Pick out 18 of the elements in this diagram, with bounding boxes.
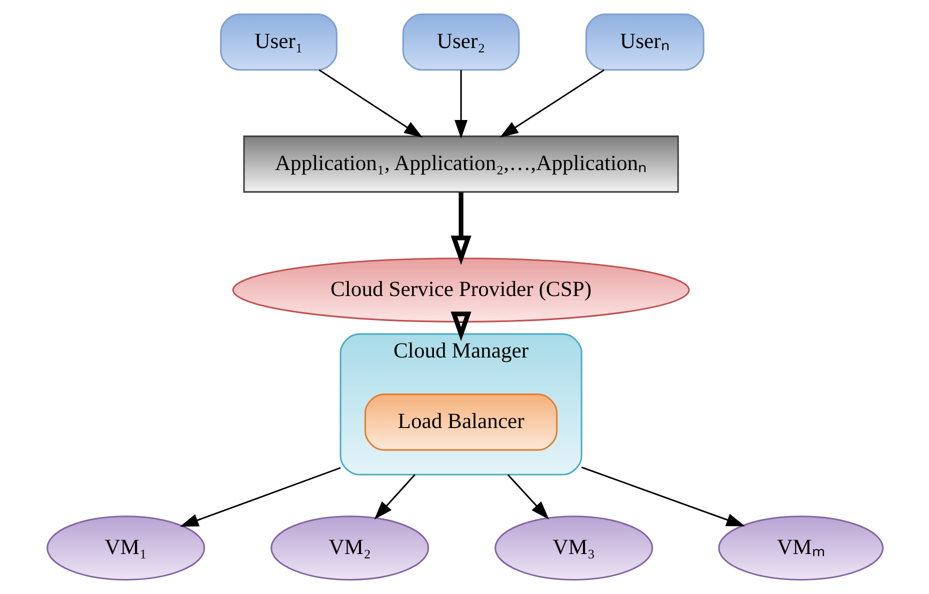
node-ellipse: VMₘ: [718, 516, 884, 580]
node-ellipse: VM₂: [270, 516, 429, 580]
node-ellipse: VM₃: [494, 516, 653, 580]
arrow: [499, 69, 604, 138]
node-box: User₁: [220, 14, 337, 71]
node-box: Load Balancer: [364, 394, 558, 451]
node-box: User₂: [402, 14, 520, 71]
arrow: [450, 192, 471, 266]
node-box: Userₙ: [584, 14, 704, 71]
arrow: [454, 70, 468, 139]
arrow: [318, 69, 422, 138]
arrow: [374, 474, 415, 520]
node-ellipse: VM₁: [46, 516, 205, 580]
arrow: [506, 474, 549, 520]
arrow: [450, 312, 471, 342]
arrow: [179, 467, 340, 527]
arrow: [580, 466, 744, 526]
node-box: Application₁, Application₂,…,Applicationₙ: [242, 136, 678, 193]
